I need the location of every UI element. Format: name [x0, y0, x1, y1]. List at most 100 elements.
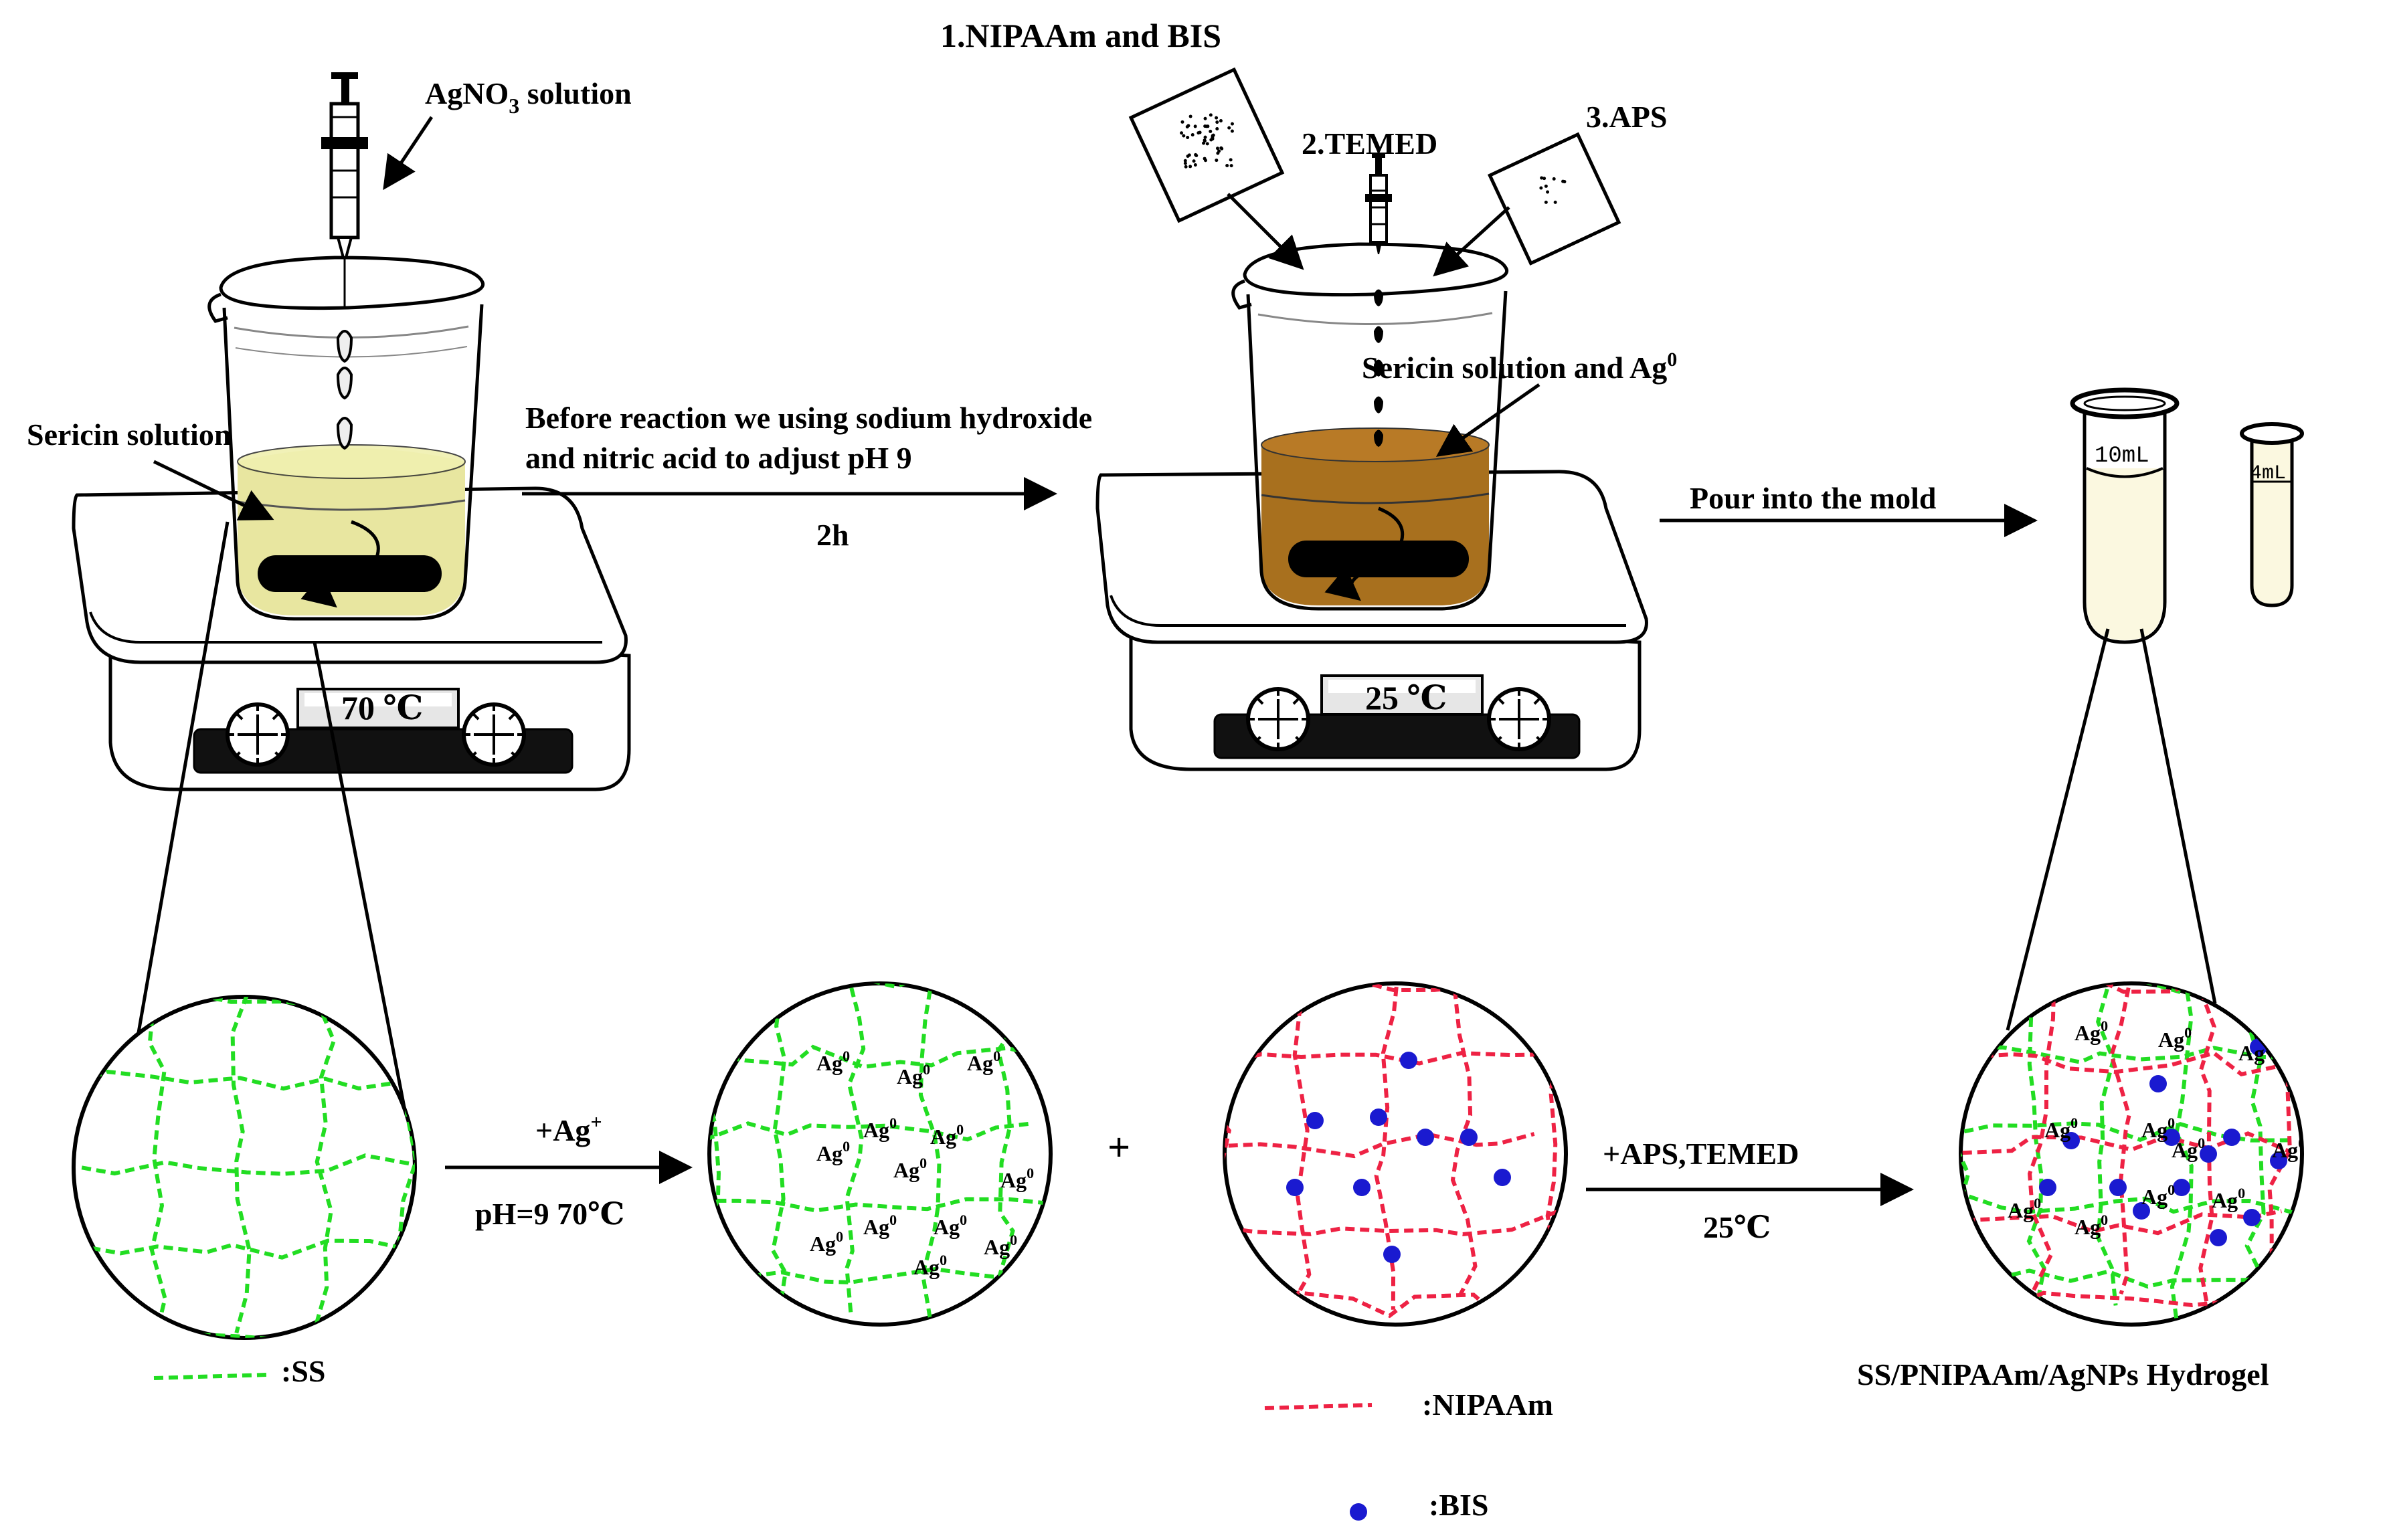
network-strand	[314, 1000, 337, 1325]
network-strand	[1228, 1209, 1560, 1236]
ag-plus-label: +Ag+	[535, 1111, 602, 1147]
network-strand	[1961, 1209, 2282, 1236]
before-reaction-line1: Before reaction we using sodium hydroxid…	[525, 401, 1092, 435]
network-strand	[81, 1153, 415, 1176]
legend-ss-swatch	[153, 1373, 268, 1380]
bis-crosslinker	[2062, 1132, 2080, 1149]
network-strand	[1225, 1051, 1534, 1066]
network-strand	[1969, 1050, 2295, 1077]
knob-left-1[interactable]	[226, 702, 290, 767]
knob-left-2[interactable]	[1246, 687, 1310, 751]
network-strand	[709, 1197, 1043, 1213]
polymerization-temp: 25℃	[1703, 1210, 1771, 1244]
ag0-label: Ag0	[863, 1115, 897, 1142]
knob-right-1[interactable]	[462, 702, 526, 767]
mold-tube-10ml: 10mL	[2070, 387, 2180, 644]
ag0-label: Ag0	[984, 1232, 1017, 1259]
network-strand	[1225, 1132, 1535, 1159]
knob-right-2[interactable]	[1487, 687, 1551, 751]
droplet-3	[336, 417, 353, 450]
ag0-label: Ag0	[2158, 1024, 2192, 1052]
ag0-label: Ag0	[893, 1155, 927, 1182]
ag0-label: Ag0	[2008, 1195, 2041, 1222]
before-reaction-line2: and nitric acid to adjust pH 9	[525, 441, 912, 475]
network-strand	[1292, 983, 1314, 1296]
ag0-label: Ag0	[2141, 1181, 2175, 1209]
agno3-label: AgNO3 solution	[425, 76, 632, 118]
ag0-label: Ag0	[2044, 1115, 2078, 1142]
reagent3-label: 3.APS	[1586, 100, 1667, 134]
zoom-line-1a	[135, 521, 230, 1041]
reagent2-label: 2.TEMED	[1302, 126, 1437, 161]
ag0-label: Ag0	[2272, 1135, 2305, 1162]
network-strand	[2025, 987, 2046, 1324]
network-strand	[1225, 983, 1233, 1305]
ag0-label: Ag0	[863, 1212, 897, 1239]
network-strand	[709, 1121, 1033, 1142]
tube-4ml-label: 4mL	[2250, 462, 2286, 485]
zoom-line-2b	[2139, 628, 2217, 1004]
agno3-arrow	[383, 116, 434, 191]
bis-crosslinker	[1353, 1179, 1371, 1196]
bis-crosslinker	[1306, 1112, 1324, 1129]
temperature-2: 25 ℃	[1365, 679, 1447, 716]
network-strand	[74, 1069, 412, 1091]
ss-ag-network-circle	[707, 981, 1053, 1327]
bis-crosslinker	[2243, 1209, 2261, 1226]
bis-crosslinker	[2173, 1179, 2190, 1196]
bis-crosslinker	[2163, 1129, 2180, 1146]
ag0-label: Ag0	[2212, 1185, 2245, 1212]
tube-10ml-label: 10mL	[2095, 444, 2149, 469]
network-strand	[230, 997, 252, 1334]
ag0-label: Ag0	[1000, 1165, 1034, 1192]
sericin-ag-label: Sericin solution and Ag0	[1362, 349, 1677, 385]
aps-temed-label: +APS,TEMED	[1603, 1137, 1799, 1171]
ag0-label: Ag0	[967, 1048, 1000, 1075]
ag0-label: Ag0	[930, 1121, 964, 1149]
legend-ss-label: :SS	[281, 1354, 325, 1388]
reagent-paper-1	[1128, 67, 1285, 223]
ag0-label: Ag0	[816, 1138, 850, 1165]
legend-nipaam-swatch	[1264, 1403, 1373, 1410]
sericin-solution-label: Sericin solution	[27, 417, 231, 452]
syringe-agno3	[321, 72, 368, 450]
beaker-1	[207, 256, 485, 619]
temperature-1: 70 ℃	[341, 689, 423, 727]
network-strand	[1963, 1121, 2292, 1143]
reagent3-arrow	[1433, 206, 1510, 277]
network-strand	[1450, 989, 1478, 1296]
ag0-label: Ag0	[816, 1048, 850, 1075]
network-strand	[147, 997, 167, 1338]
network-strand	[2170, 983, 2194, 1321]
network-strand	[2244, 983, 2266, 1317]
network-strand	[76, 1238, 403, 1260]
ag0-label: Ag0	[897, 1061, 930, 1088]
legend-bis-label: :BIS	[1429, 1488, 1488, 1522]
network-strand	[2198, 989, 2216, 1317]
stir-bar-2	[1288, 541, 1469, 577]
network-strand	[2028, 983, 2056, 1298]
network-strand	[709, 1044, 1044, 1069]
ag0-label: Ag0	[2172, 1135, 2205, 1162]
reagent1-arrow	[1227, 193, 1304, 270]
network-strand	[845, 987, 866, 1317]
bis-crosslinker	[1400, 1052, 1417, 1069]
ag0-label: Ag0	[2141, 1115, 2175, 1142]
bis-crosslinker	[2039, 1179, 2056, 1196]
bis-crosslinker	[1383, 1246, 1401, 1263]
droplet-1	[336, 330, 353, 363]
bis-crosslinker	[1460, 1129, 1478, 1146]
reaction-time: 2h	[816, 518, 849, 552]
bis-crosslinker	[2270, 1152, 2287, 1169]
reagent1-label: 1.NIPAAm and BIS	[940, 17, 1221, 54]
ag0-label: Ag0	[2074, 1212, 2108, 1239]
bis-crosslinker	[1494, 1169, 1511, 1186]
syringe-temed	[1365, 153, 1392, 447]
network-strand	[709, 1266, 1045, 1287]
bis-crosslinker	[1417, 1129, 1434, 1146]
pour-label: Pour into the mold	[1690, 481, 1937, 515]
legend-nipaam-label: :NIPAAm	[1422, 1387, 1553, 1422]
mold-tube-4ml: 4mL	[2240, 422, 2304, 607]
